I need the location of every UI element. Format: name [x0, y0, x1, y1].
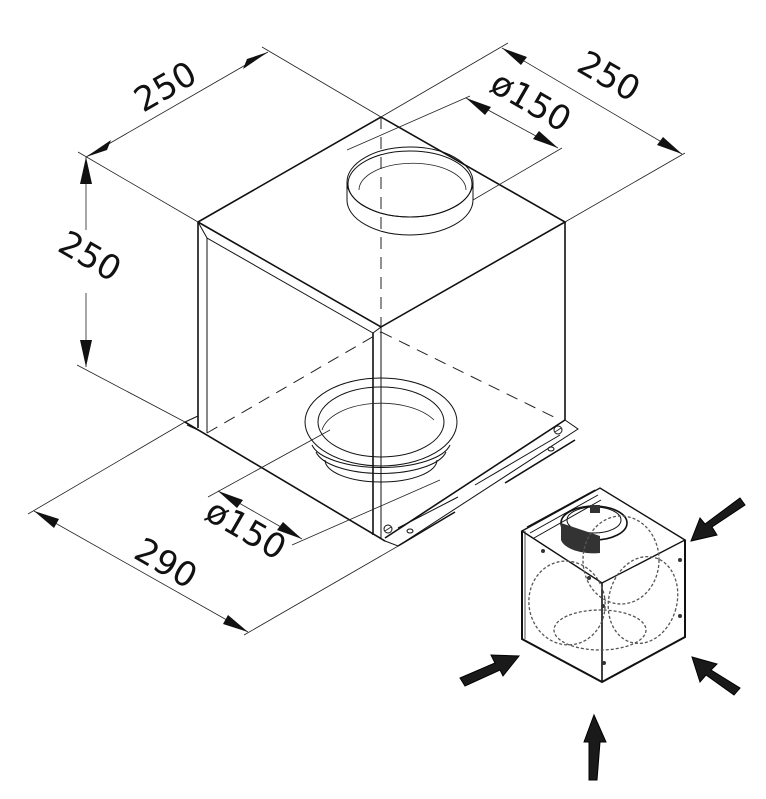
dim-top-depth: 250 — [571, 43, 647, 110]
dim-top-spigot-diameter: ø150 — [484, 63, 578, 140]
inset-box-view — [520, 487, 687, 684]
arrow-bottom-icon — [583, 713, 607, 781]
bottom-spigot — [304, 377, 458, 483]
dim-bottom-spigot-diameter: ø150 — [199, 491, 293, 568]
arrow-top-right-icon — [690, 497, 746, 542]
arrow-left-icon — [459, 654, 521, 687]
main-box — [184, 116, 579, 547]
dimension-lines — [27, 42, 686, 636]
arrow-right-icon — [691, 656, 741, 696]
top-spigot — [346, 146, 474, 236]
dim-base-length: 290 — [128, 530, 204, 597]
airflow-arrows — [459, 497, 746, 781]
dim-height: 250 — [52, 223, 128, 290]
